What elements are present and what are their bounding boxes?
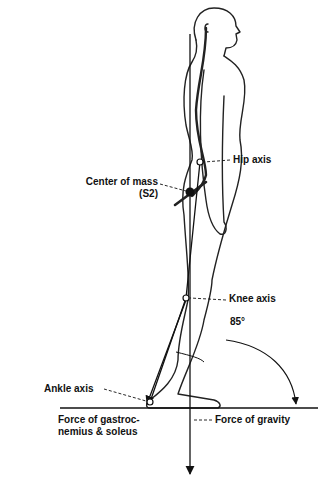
muscle-force-line (147, 300, 186, 404)
leader-line (160, 184, 186, 191)
back-outline (147, 40, 245, 408)
ankle-axis-dot (147, 399, 153, 405)
hip-axis-dot (197, 159, 203, 165)
center-of-mass-dot (186, 188, 195, 197)
gravity-force-label: Force of gravity (215, 414, 315, 426)
leader-line (194, 420, 212, 421)
angle-arrow (226, 340, 296, 404)
leader-line (190, 298, 226, 300)
angle-arc (176, 352, 204, 362)
leader-line (104, 389, 146, 401)
angle-label: 85° (230, 316, 270, 328)
muscle-force-label: Force of gastroc- nemius & soleus (58, 414, 158, 437)
head-outline (194, 8, 240, 56)
leader-line (204, 160, 230, 162)
knee-axis-dot (183, 295, 189, 301)
ground-line (60, 407, 318, 409)
ankle-axis-label: Ankle axis (44, 383, 102, 395)
center-of-mass-label: Center of mass (S2) (82, 176, 158, 199)
hip-axis-label: Hip axis (233, 154, 313, 166)
arm-outline (200, 70, 226, 234)
knee-axis-label: Knee axis (229, 293, 309, 305)
